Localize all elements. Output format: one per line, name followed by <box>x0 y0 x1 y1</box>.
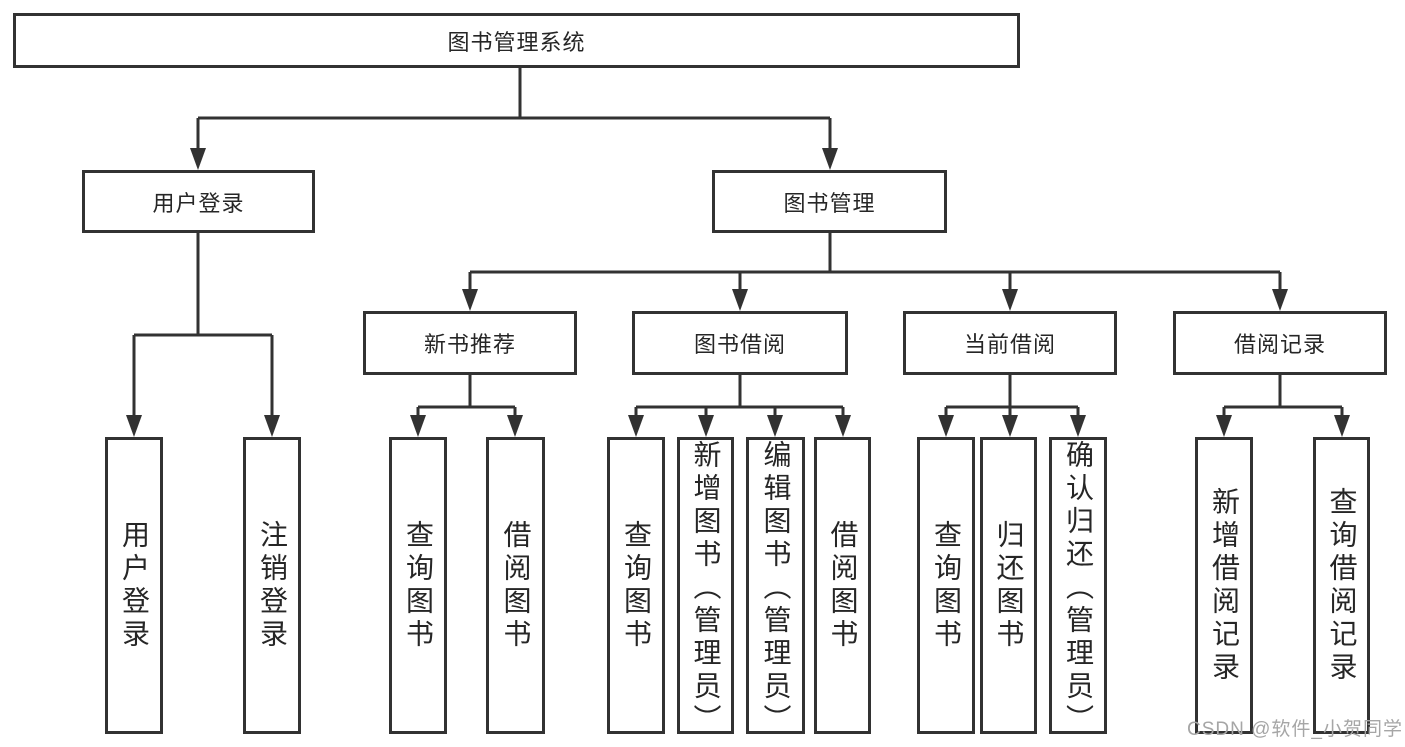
leaf-user-login: 用户登录 <box>105 437 163 734</box>
leaf-query-borrow-record: 查询借阅记录 <box>1313 437 1370 734</box>
leaf-query-books-3: 查询图书 <box>917 437 975 734</box>
node-current-borrowing: 当前借阅 <box>903 311 1117 375</box>
node-borrowing-records: 借阅记录 <box>1173 311 1387 375</box>
leaf-return-books: 归还图书 <box>980 437 1037 734</box>
node-new-book-recommend: 新书推荐 <box>363 311 577 375</box>
leaf-query-books-1: 查询图书 <box>389 437 447 734</box>
leaf-borrow-books-1: 借阅图书 <box>486 437 545 734</box>
leaf-add-books-admin: 新增图书（管理员） <box>677 437 734 737</box>
node-library-management-system: 图书管理系统 <box>13 13 1020 68</box>
leaf-edit-books-admin: 编辑图书（管理员） <box>746 437 805 737</box>
leaf-query-books-2: 查询图书 <box>607 437 665 734</box>
leaf-confirm-return-admin: 确认归还（管理员） <box>1049 437 1107 737</box>
watermark: CSDN @软件_小贺同学 <box>1187 719 1403 740</box>
node-book-management: 图书管理 <box>712 170 947 233</box>
leaf-logout: 注销登录 <box>243 437 301 734</box>
node-user-login: 用户登录 <box>82 170 315 233</box>
node-book-borrowing: 图书借阅 <box>632 311 848 375</box>
arrowheads <box>126 148 1350 437</box>
leaf-borrow-books-2: 借阅图书 <box>814 437 871 734</box>
leaf-add-borrow-record: 新增借阅记录 <box>1195 437 1253 734</box>
